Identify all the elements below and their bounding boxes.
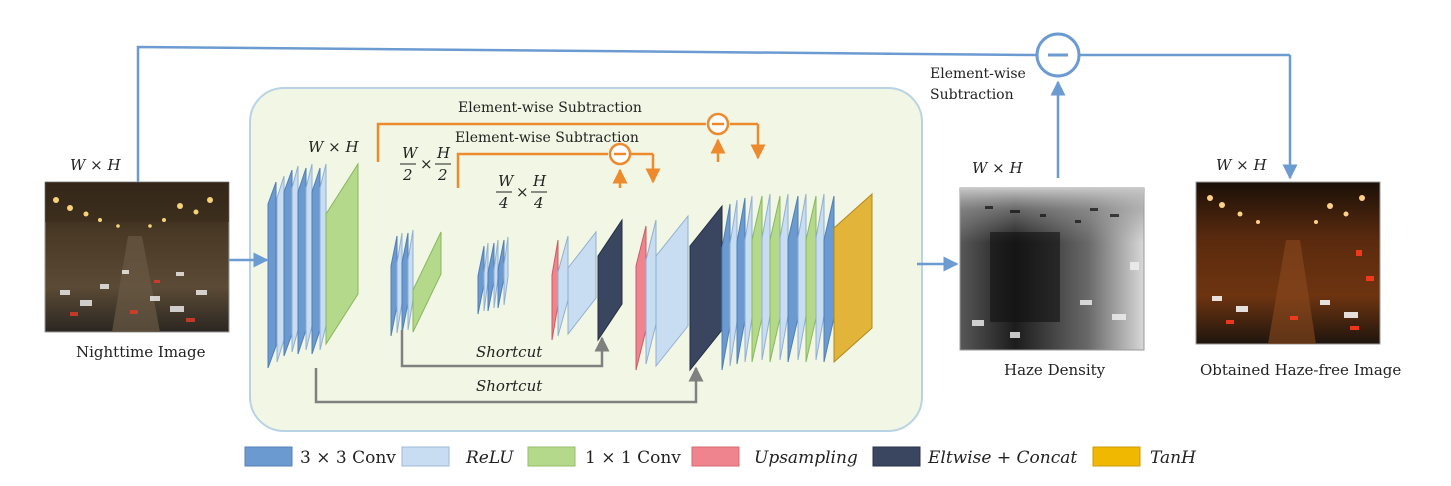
legend-label-conv3: 3 × 3 Conv bbox=[300, 448, 396, 468]
svg-text:W: W bbox=[498, 172, 515, 190]
legend-label-upsampling: Upsampling bbox=[754, 448, 858, 468]
layer-out-tanh bbox=[833, 192, 873, 364]
haze-density-size-label: W × H bbox=[972, 159, 1024, 177]
layer-enc1-conv3-c bbox=[297, 167, 307, 355]
haze-density-label: Haze Density bbox=[1004, 361, 1106, 379]
nighttime-image bbox=[44, 181, 230, 333]
svg-text:2: 2 bbox=[402, 166, 413, 184]
legend-label-tanh: TanH bbox=[1150, 448, 1197, 468]
global-skip-connection bbox=[136, 45, 1298, 182]
layer-enc1-relu-b bbox=[291, 165, 299, 353]
nighttime-label: Nighttime Image bbox=[76, 343, 206, 361]
orange-skip-inner bbox=[456, 152, 661, 188]
subtraction-label-outer: Element-wise Subtraction bbox=[458, 100, 642, 116]
legend-swatch-conv3 bbox=[244, 446, 293, 467]
layer-dec2-conv bbox=[567, 230, 597, 336]
shortcut-inner bbox=[400, 330, 610, 368]
shortcut-label-inner: Shortcut bbox=[476, 343, 543, 361]
legend: 3 × 3 Conv ReLU 1 × 1 Conv Upsampling El… bbox=[244, 446, 1197, 468]
legend-swatch-eltwise bbox=[872, 446, 921, 467]
nighttime-size-label: W × H bbox=[70, 156, 122, 174]
legend-swatch-conv1 bbox=[527, 446, 576, 467]
level3-size-label: W 4 × H 4 bbox=[496, 172, 547, 212]
layer-enc1-relu-d bbox=[319, 163, 327, 351]
haze-free-label: Obtained Haze-free Image bbox=[1200, 361, 1401, 379]
svg-text:W: W bbox=[402, 144, 419, 162]
legend-swatch-relu bbox=[401, 446, 450, 467]
layer-dec2-eltwise bbox=[597, 218, 623, 342]
layer-enc2-conv1 bbox=[412, 231, 442, 333]
level2-size-label: W 2 × H 2 bbox=[400, 144, 451, 184]
layer-bot-relu-c bbox=[503, 236, 509, 306]
legend-label-relu: ReLU bbox=[465, 448, 514, 468]
legend-label-conv1: 1 × 1 Conv bbox=[585, 448, 681, 468]
level1-size-label: W × H bbox=[308, 138, 360, 156]
layer-dec1-conv bbox=[655, 214, 689, 368]
global-subtraction-label-2: Subtraction bbox=[930, 87, 1014, 103]
subtraction-label-inner: Element-wise Subtraction bbox=[455, 130, 639, 146]
legend-swatch-tanh bbox=[1092, 446, 1141, 467]
haze-density-image bbox=[959, 187, 1145, 351]
svg-text:4: 4 bbox=[498, 194, 509, 212]
layer-enc1-relu-a bbox=[276, 175, 285, 363]
legend-label-eltwise: Eltwise + Concat bbox=[927, 448, 1077, 468]
layer-stack bbox=[267, 162, 873, 372]
layer-enc1-conv3-b bbox=[283, 169, 293, 357]
legend-swatch-upsampling bbox=[691, 446, 740, 467]
svg-text:×: × bbox=[516, 183, 529, 201]
layer-enc1-relu-c bbox=[305, 163, 313, 351]
haze-free-size-label: W × H bbox=[1216, 156, 1268, 174]
svg-text:2: 2 bbox=[437, 166, 448, 184]
svg-text:H: H bbox=[532, 172, 547, 190]
svg-text:H: H bbox=[436, 144, 451, 162]
svg-text:×: × bbox=[420, 155, 433, 173]
orange-skip-outer bbox=[376, 122, 766, 162]
global-subtraction-label-1: Element-wise bbox=[930, 66, 1026, 82]
layer-enc1-conv1 bbox=[325, 162, 359, 346]
shortcut-outer bbox=[314, 366, 704, 404]
layer-enc1-conv3-d bbox=[311, 167, 321, 355]
haze-free-image bbox=[1195, 181, 1381, 345]
shortcut-label-outer: Shortcut bbox=[476, 377, 543, 395]
svg-text:4: 4 bbox=[533, 194, 544, 212]
layer-enc1-conv3-a bbox=[267, 181, 277, 369]
